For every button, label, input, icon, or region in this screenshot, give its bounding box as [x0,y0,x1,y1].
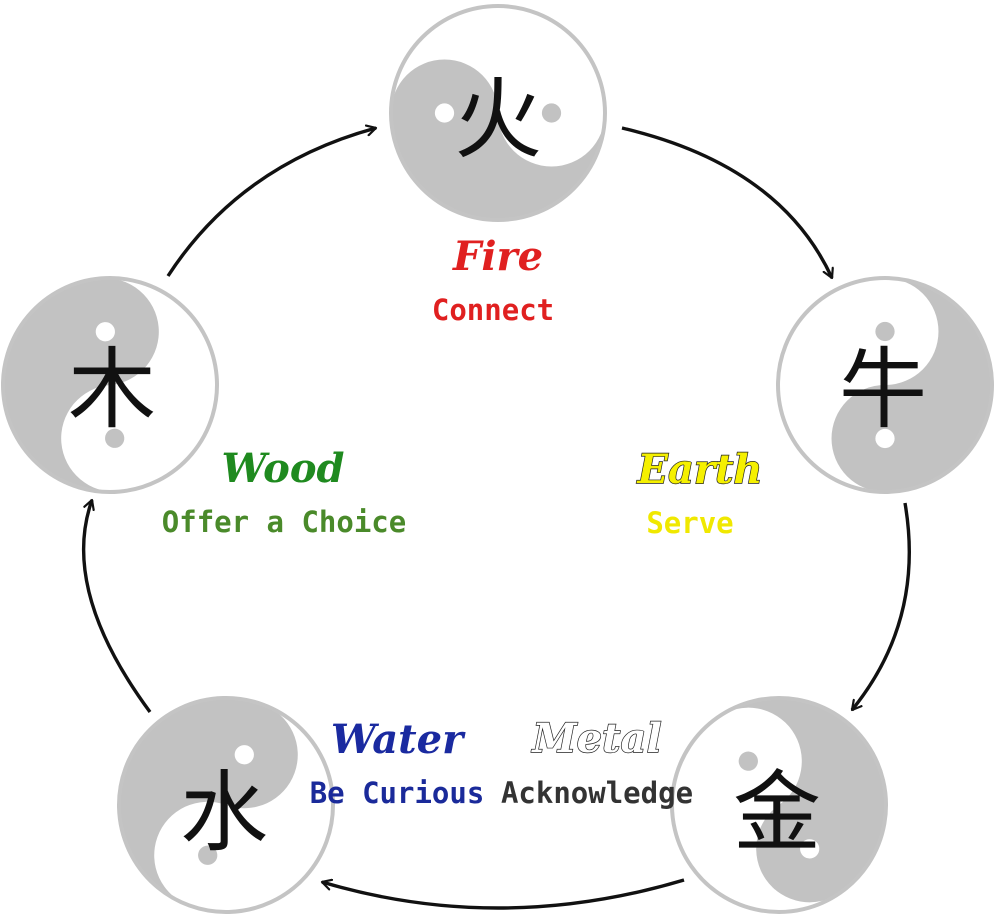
wood-glyph: 木 [68,338,156,441]
arrow-fire-earth [621,126,832,278]
node-water: 水 [117,696,335,914]
yin-yang-icon [389,4,607,222]
metal-action-label: Acknowledge [501,776,693,810]
water-glyph: 水 [180,761,268,864]
node-fire: 火 [389,4,607,222]
earth-glyph: 牛 [839,338,927,441]
arrow-earth-metal [850,502,911,710]
arrow-wood-fire [166,128,376,277]
fire-glyph: 火 [454,68,542,171]
metal-name-label: Metal [530,715,661,762]
yin-yang-icon [776,276,994,494]
yin-yang-icon [670,696,888,914]
yin-yang-icon [117,696,335,914]
water-name-label: Water [331,716,466,763]
metal-glyph: 金 [733,761,821,864]
element-nodes: 火牛金 水 木 [1,4,994,914]
earth-name-label: Earth [636,446,762,493]
fire-action-label: Connect [432,293,554,327]
arrow-water-wood [81,500,152,714]
arrow-metal-water [322,878,685,910]
cycle-arrows [81,126,911,910]
water-action-label: Be Curious [310,776,485,810]
wood-name-label: Wood [222,445,345,492]
node-metal: 金 [670,696,888,914]
node-earth: 牛 [776,276,994,494]
yin-yang-icon [1,276,219,494]
fire-name-label: Fire [452,233,543,280]
earth-action-label: Serve [646,506,733,540]
wood-action-label: Offer a Choice [162,505,406,539]
node-wood: 木 [1,276,219,494]
